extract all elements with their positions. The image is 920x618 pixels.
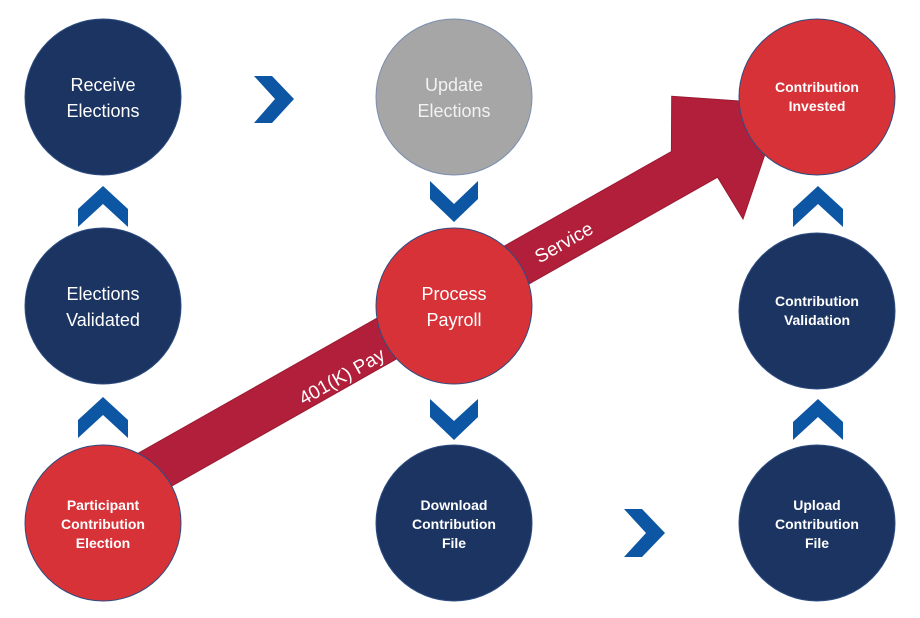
chevron-up-icon — [78, 397, 128, 438]
node-label-line3: File — [442, 535, 466, 551]
node-label-line2: Contribution — [412, 516, 496, 532]
node-label-line1: Elections — [66, 284, 139, 304]
node-receive-elections: Receive Elections — [24, 18, 182, 176]
node-label-line2: Validation — [784, 312, 850, 328]
node-label-line1: Process — [421, 284, 486, 304]
node-label-line1: Participant — [67, 497, 140, 513]
node-label-line2: Payroll — [426, 310, 481, 330]
node-label-line1: Receive — [70, 75, 135, 95]
node-upload-contribution-file: Upload Contribution File — [738, 444, 896, 602]
node-participant-contribution-election: Participant Contribution Election — [24, 444, 182, 602]
node-elections-validated: Elections Validated — [24, 227, 182, 385]
node-label-line3: File — [805, 535, 829, 551]
node-label-line1: Upload — [793, 497, 840, 513]
node-label-line2: Elections — [66, 101, 139, 121]
chevron-right-icon — [624, 509, 665, 557]
node-label-line3: Election — [76, 535, 130, 551]
chevron-right-icon — [254, 76, 294, 123]
chevron-down-icon — [430, 181, 478, 222]
node-contribution-validation: Contribution Validation — [738, 232, 896, 390]
node-label-line1: Contribution — [775, 79, 859, 95]
chevron-down-icon — [430, 399, 478, 440]
chevron-up-icon — [793, 186, 843, 227]
node-label-line1: Update — [425, 75, 483, 95]
node-label-line2: Invested — [789, 98, 846, 114]
node-label-line2: Elections — [417, 101, 490, 121]
node-label-line1: Download — [421, 497, 488, 513]
node-process-payroll: Process Payroll — [375, 227, 533, 385]
node-label-line2: Validated — [66, 310, 140, 330]
node-download-contribution-file: Download Contribution File — [375, 444, 533, 602]
node-update-elections: Update Elections — [375, 18, 533, 176]
node-label-line1: Contribution — [775, 293, 859, 309]
node-label-line2: Contribution — [775, 516, 859, 532]
chevron-up-icon — [78, 186, 128, 227]
chevron-up-icon — [793, 399, 843, 440]
node-label-line2: Contribution — [61, 516, 145, 532]
node-contribution-invested: Contribution Invested — [738, 18, 896, 176]
